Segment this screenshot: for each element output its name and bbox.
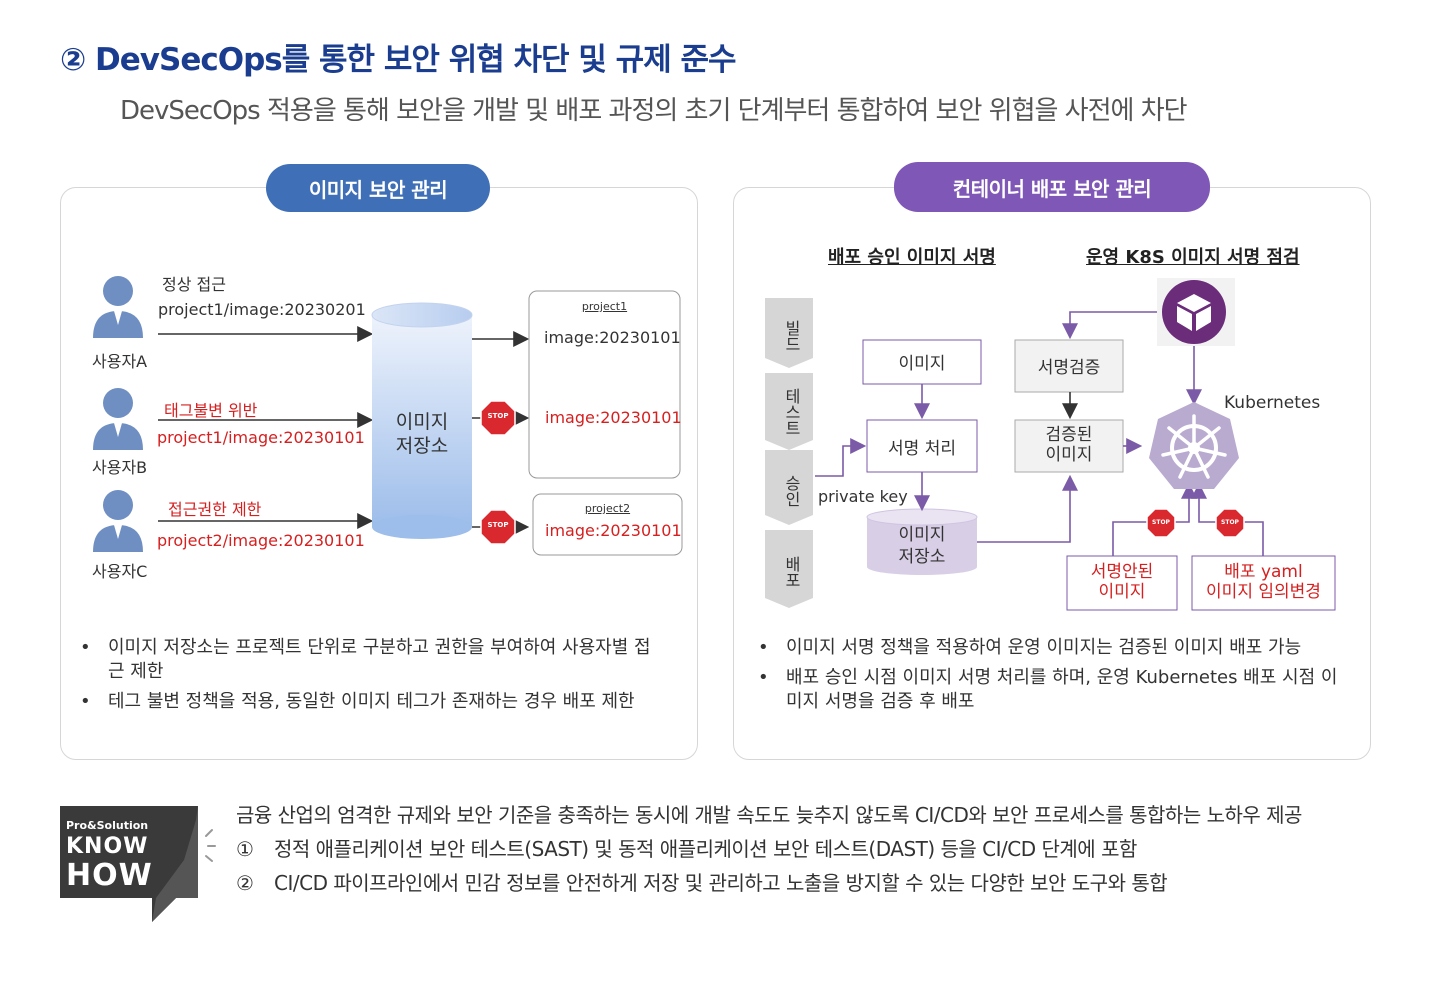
user-a-path: project1/image:20230201 [158, 300, 366, 319]
container-deploy-panel [733, 187, 1371, 760]
container-deploy-pill: 컨테이너 배포 보안 관리 [894, 162, 1210, 212]
knowhow-item-num: ① [236, 837, 254, 861]
unsigned-image-box [1066, 555, 1178, 611]
stop-sign-icon [480, 400, 516, 436]
bullet-item: 배포 승인 시점 이미지 서명 처리를 하며, 운영 Kubernetes 배포… [738, 666, 1338, 714]
sign-box-label: 서명 처리 [888, 439, 956, 459]
pipeline-chevrons [765, 298, 813, 608]
k8s-verify-heading: 운영 K8S 이미지 서명 점검 [1086, 247, 1300, 268]
project2-box [532, 493, 683, 556]
knowhow-item-num: ② [236, 871, 254, 895]
kubernetes-icon [1149, 402, 1239, 489]
user-a-icon [93, 276, 143, 338]
knowhow-badge-line2: HOW [66, 858, 153, 893]
user-a-name: 사용자A [92, 352, 148, 371]
user-c-path: project2/image:20230101 [157, 531, 365, 550]
stage-chevron [765, 450, 813, 525]
yaml-change-label: 배포 yaml 이미지 임의변경 [1206, 562, 1321, 602]
image-box [862, 339, 982, 385]
knowhow-content: 금융 산업의 엄격한 규제와 보안 기준을 충족하는 동시에 개발 속도도 늦추… [236, 800, 1346, 898]
knowhow-intro: 금융 산업의 엄격한 규제와 보안 기준을 충족하는 동시에 개발 속도도 늦추… [236, 803, 1302, 827]
image-box-label: 이미지 [898, 354, 946, 374]
container-cube-icon [1157, 278, 1235, 346]
yaml-change-box [1191, 555, 1336, 611]
user-a-access-label: 정상 접근 [162, 275, 226, 294]
user-b-access-label: 태그불변 위반 [164, 401, 258, 420]
stop-label: STOP [1221, 519, 1239, 526]
image-security-pill: 이미지 보안 관리 [266, 164, 490, 212]
stage-approve: 승인 [782, 475, 801, 507]
container-deploy-diagram [765, 278, 1336, 611]
stage-chevron [765, 373, 813, 450]
private-key-label: private key [818, 487, 908, 506]
verify-box [1014, 339, 1124, 393]
bullet-item: 이미지 서명 정책을 적용하여 운영 이미지는 검증된 이미지 배포 가능 [738, 636, 1338, 660]
signed-repository-cylinder [866, 508, 978, 575]
deploy-sign-heading: 배포 승인 이미지 서명 [828, 247, 996, 268]
signed-repo-label: 이미지 저장소 [898, 525, 946, 567]
page-subtitle: DevSecOps 적용을 통해 보안을 개발 및 배포 과정의 초기 단계부터… [120, 96, 1188, 126]
container-deploy-bullets: 이미지 서명 정책을 적용하여 운영 이미지는 검증된 이미지 배포 가능 배포… [738, 636, 1338, 720]
bullet-item: 이미지 저장소는 프로젝트 단위로 구분하고 권한을 부여하여 사용자별 접근 … [60, 636, 660, 684]
bullet-item: 테그 불변 정책을 적용, 동일한 이미지 테그가 존재하는 경우 배포 제한 [60, 690, 660, 714]
image-security-diagram [93, 276, 683, 556]
project1-image-blocked: image:20230101 [545, 408, 682, 427]
user-c-access-label: 접근권한 제한 [168, 500, 262, 519]
knowhow-badge-line1: KNOW [66, 834, 149, 859]
stage-test: 테스트 [782, 388, 801, 436]
project2-title: project2 [584, 502, 631, 515]
knowhow-item-text: CI/CD 파이프라인에서 민감 정보를 안전하게 저장 및 관리하고 노출을 … [274, 871, 1168, 895]
stop-sign-icon [1215, 508, 1245, 538]
verified-box [1014, 419, 1124, 473]
knowhow-item: ② CI/CD 파이프라인에서 민감 정보를 안전하게 저장 및 관리하고 노출… [236, 868, 1346, 898]
image-repository-cylinder [371, 302, 473, 539]
verify-box-label: 서명검증 [1037, 358, 1101, 378]
unsigned-image-label: 서명안된 이미지 [1090, 562, 1154, 602]
stop-label: STOP [487, 521, 509, 529]
stop-label: STOP [487, 412, 509, 420]
stage-chevron [765, 530, 813, 608]
user-b-name: 사용자B [92, 458, 148, 477]
stop-sign-icon [480, 509, 516, 545]
stage-build: 빌드 [782, 320, 801, 352]
stop-sign-icon [1146, 508, 1176, 538]
sign-box [866, 419, 978, 473]
stop-label: STOP [1152, 519, 1170, 526]
user-b-path: project1/image:20230101 [157, 428, 365, 447]
page-title: ② DevSecOps를 통한 보안 위협 차단 및 규제 준수 [60, 42, 737, 78]
stage-deploy: 배포 [782, 556, 801, 588]
project1-box [528, 290, 681, 479]
user-c-icon [93, 490, 143, 552]
image-security-bullets: 이미지 저장소는 프로젝트 단위로 구분하고 권한을 부여하여 사용자별 접근 … [60, 636, 660, 720]
project1-image-ok: image:20230101 [544, 328, 681, 347]
knowhow-item: ① 정적 애플리케이션 보안 테스트(SAST) 및 동적 애플리케이션 보안 … [236, 834, 1346, 864]
project2-image: image:20230101 [545, 521, 682, 540]
kubernetes-label: Kubernetes [1224, 393, 1321, 413]
image-repository-label: 이미지 저장소 [395, 411, 449, 457]
user-c-name: 사용자C [92, 562, 148, 581]
verified-box-label: 검증된 이미지 [1045, 425, 1093, 465]
knowhow-badge-small: Pro&Solution [66, 819, 149, 832]
project1-title: project1 [581, 300, 628, 313]
stage-chevron [765, 298, 813, 368]
user-b-icon [93, 388, 143, 450]
knowhow-item-text: 정적 애플리케이션 보안 테스트(SAST) 및 동적 애플리케이션 보안 테스… [274, 837, 1137, 861]
knowhow-badge [60, 806, 216, 922]
